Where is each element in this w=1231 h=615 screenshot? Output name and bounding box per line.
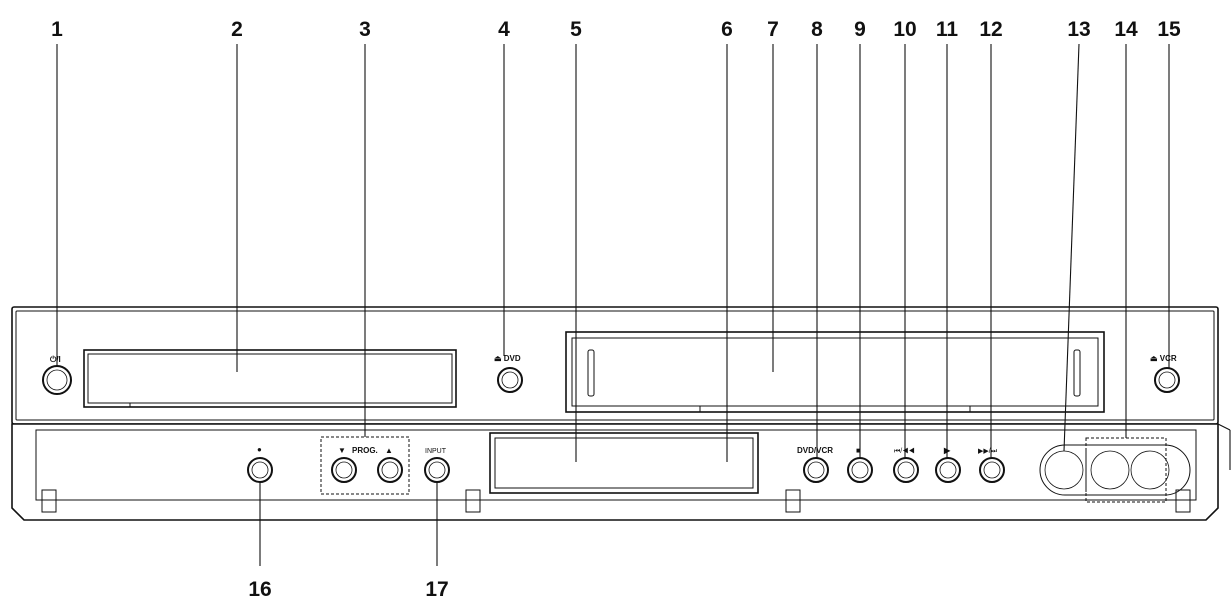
record-label: ● bbox=[257, 445, 262, 454]
stop-label: ■ bbox=[856, 446, 861, 455]
callout-6: 6 bbox=[721, 18, 733, 41]
record-button[interactable] bbox=[247, 457, 273, 483]
callout-12: 12 bbox=[979, 18, 1002, 41]
rewind-label: ⏮/◀◀ bbox=[894, 447, 915, 455]
dvd-eject-label: ⏏ DVD bbox=[494, 354, 521, 363]
callout-14: 14 bbox=[1114, 18, 1138, 41]
prog-down-button[interactable] bbox=[331, 457, 357, 483]
prog-label: PROG. bbox=[352, 446, 378, 455]
callout-11: 11 bbox=[936, 18, 959, 41]
dvd-vcr-button[interactable] bbox=[803, 457, 829, 483]
leader-lines bbox=[56, 43, 1170, 566]
power-label: ⏻/I bbox=[50, 355, 61, 364]
callout-16: 16 bbox=[248, 578, 271, 601]
prog-down-label: ▼ bbox=[338, 446, 346, 455]
input-button[interactable] bbox=[424, 457, 450, 483]
callout-3: 3 bbox=[359, 18, 371, 41]
callout-numbers: 1 2 3 4 5 6 7 8 9 10 11 12 13 14 15 16 1… bbox=[51, 18, 1181, 601]
stop-button[interactable] bbox=[847, 457, 873, 483]
prog-button-group-outline bbox=[320, 436, 410, 495]
play-button[interactable] bbox=[935, 457, 961, 483]
callout-13: 13 bbox=[1067, 18, 1090, 41]
dvd-disc-tray[interactable] bbox=[83, 349, 457, 408]
callout-4: 4 bbox=[498, 18, 510, 41]
vcr-eject-label: ⏏ VCR bbox=[1150, 354, 1177, 363]
vcr-eject-button[interactable] bbox=[1154, 367, 1180, 393]
callout-1: 1 bbox=[51, 18, 63, 41]
callout-5: 5 bbox=[570, 18, 582, 41]
callout-2: 2 bbox=[231, 18, 243, 41]
input-label: INPUT bbox=[425, 448, 447, 455]
power-button[interactable] bbox=[42, 365, 72, 395]
forward-label: ▶▶/⏭ bbox=[978, 448, 998, 455]
callout-8: 8 bbox=[811, 18, 823, 41]
callout-17: 17 bbox=[425, 578, 448, 601]
dvd-eject-button[interactable] bbox=[497, 367, 523, 393]
display-window bbox=[489, 432, 759, 494]
callout-15: 15 bbox=[1157, 18, 1181, 41]
prog-up-label: ▲ bbox=[385, 446, 393, 455]
dvd-vcr-label: DVD/VCR bbox=[797, 446, 833, 455]
rewind-button[interactable] bbox=[893, 457, 919, 483]
callout-10: 10 bbox=[893, 18, 916, 41]
callout-7: 7 bbox=[767, 18, 779, 41]
callout-9: 9 bbox=[854, 18, 866, 41]
prog-up-button[interactable] bbox=[377, 457, 403, 483]
vcr-cassette-slot[interactable] bbox=[565, 331, 1105, 413]
forward-button[interactable] bbox=[979, 457, 1005, 483]
